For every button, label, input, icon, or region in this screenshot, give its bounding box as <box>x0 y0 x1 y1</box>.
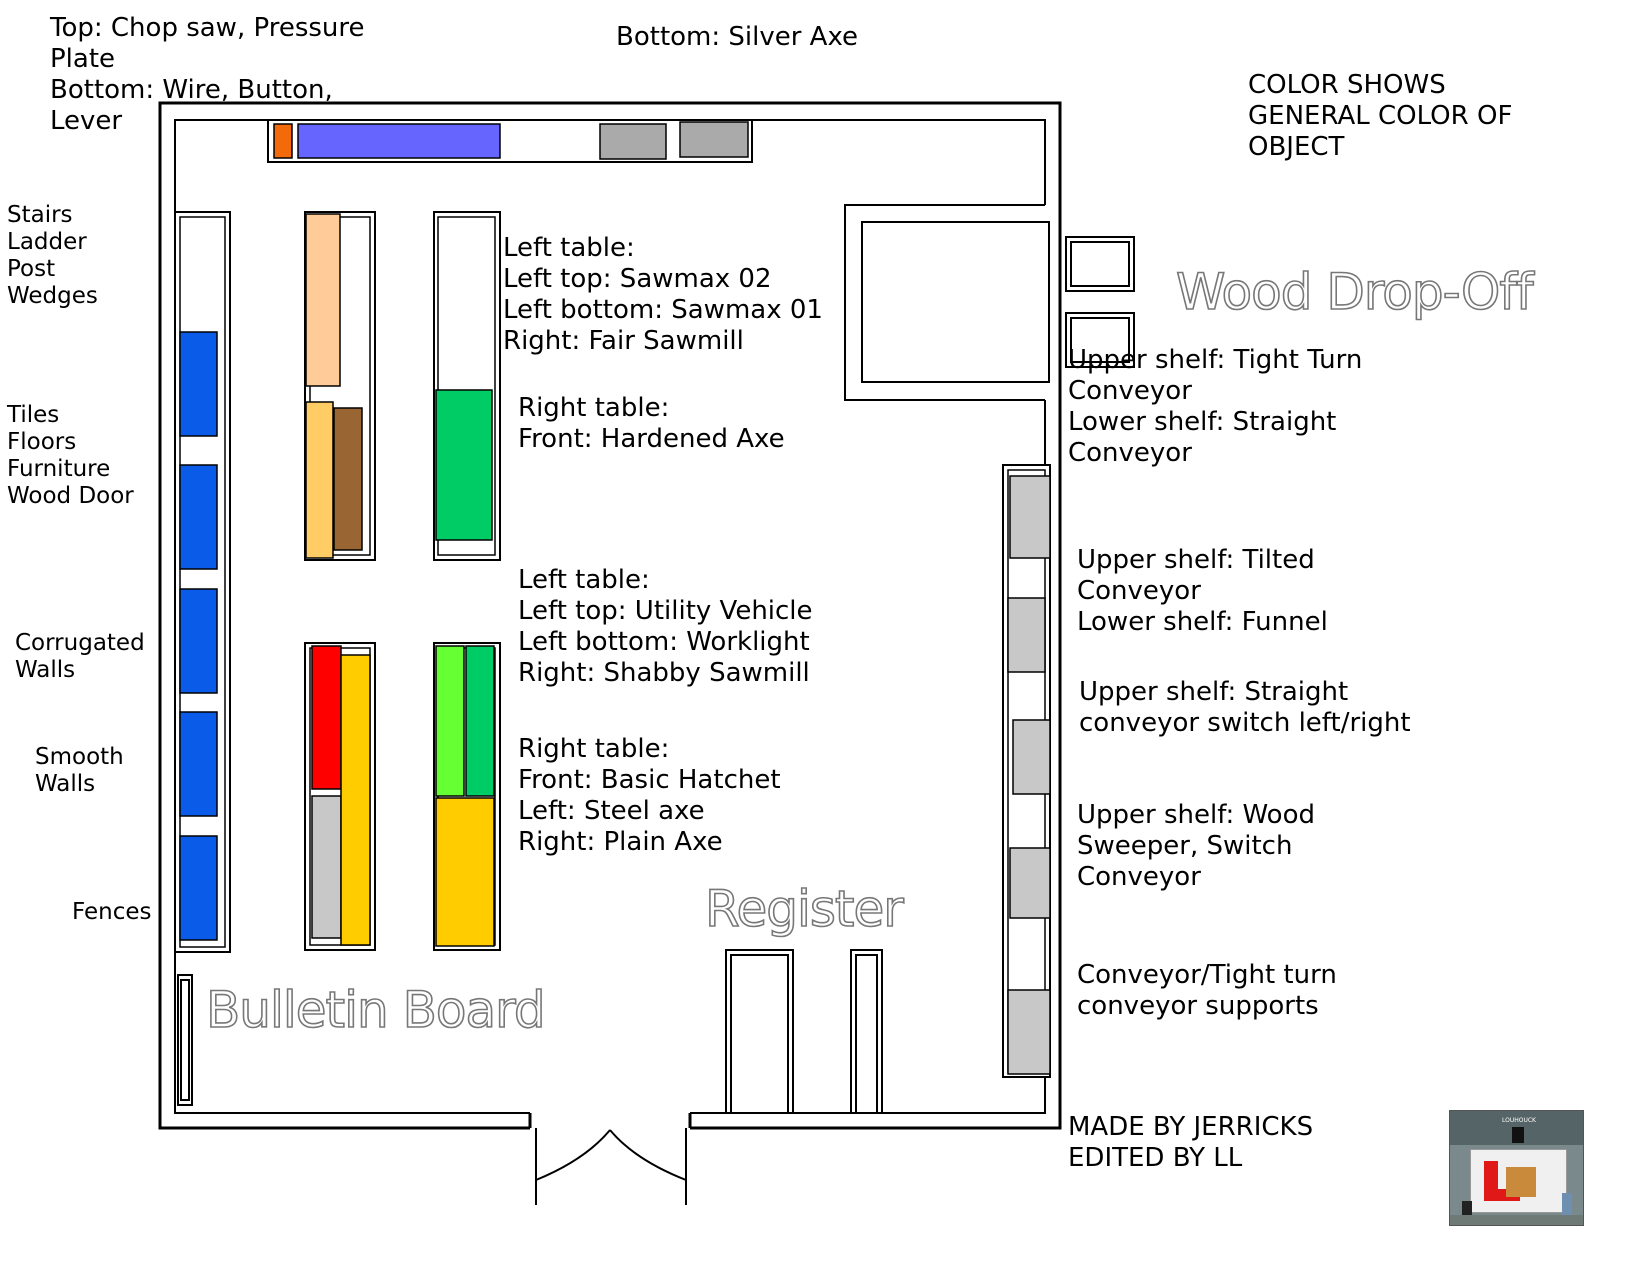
wood-dropoff-title: Wood Drop-Off <box>1175 262 1534 322</box>
top-shelf-gray-item-2 <box>679 121 749 158</box>
smooth-label: Smooth Walls <box>35 744 124 797</box>
blue-shelf-item-1 <box>179 331 218 437</box>
conveyor-item-2 <box>1007 597 1046 673</box>
shelf-5-label: Conveyor/Tight turn conveyor supports <box>1077 960 1337 1021</box>
credits: MADE BY JERRICKS EDITED BY LL <box>1068 1112 1314 1173</box>
top-shelf-bottom-label: Bottom: Silver Axe <box>616 22 859 52</box>
blue-shelf-item-4 <box>179 711 218 817</box>
shabby-sawmill <box>340 654 371 946</box>
shelf-4-label: Upper shelf: Wood Sweeper, Switch Convey… <box>1077 800 1315 892</box>
color-note: COLOR SHOWS GENERAL COLOR OF OBJECT <box>1248 70 1513 162</box>
conveyor-item-1 <box>1009 475 1051 559</box>
table-group-1-left-label: Left table: Left top: Sawmax 02 Left bot… <box>503 233 823 356</box>
game-thumbnail: LOUHOUCK <box>1449 1110 1584 1226</box>
fences-label: Fences <box>72 899 152 925</box>
fair-sawmill <box>333 407 363 551</box>
top-shelf-violet-item <box>297 123 501 159</box>
shelf-3-label: Upper shelf: Straight conveyor switch le… <box>1079 677 1411 738</box>
plain-axe <box>465 645 495 797</box>
corrugated-label: Corrugated Walls <box>15 630 145 683</box>
shelf-2-label: Upper shelf: Tilted Conveyor Lower shelf… <box>1077 545 1328 637</box>
wood-dropoff-room <box>844 204 1135 401</box>
utility-vehicle <box>311 645 342 790</box>
blue-shelf-item-3 <box>179 588 218 694</box>
top-left-shelf-label: Top: Chop saw, Pressure Plate Bottom: Wi… <box>50 13 365 136</box>
table-group-2-left <box>304 642 376 951</box>
shelf-1-label: Upper shelf: Tight Turn Conveyor Lower s… <box>1068 345 1363 468</box>
conveyor-item-5 <box>1007 989 1051 1075</box>
sawmax-01 <box>305 401 334 559</box>
entrance-doors <box>535 1128 687 1205</box>
right-wall-shelf <box>1002 464 1051 1078</box>
table-group-1-right <box>433 211 501 561</box>
table-group-1-left <box>304 211 376 561</box>
table-group-2-right <box>433 642 501 951</box>
bulletin-board-title: Bulletin Board <box>205 980 546 1040</box>
register-counters <box>725 949 883 1114</box>
register-title: Register <box>704 879 904 939</box>
table-group-2-right-label: Right table: Front: Basic Hatchet Left: … <box>518 734 781 857</box>
worklight <box>311 795 342 939</box>
bulletin-board-frame <box>177 974 193 1106</box>
blue-shelf-item-2 <box>179 464 218 570</box>
left-wall-shelf <box>174 211 231 953</box>
sawmax-02 <box>305 213 341 387</box>
blue-shelf-item-5 <box>179 835 218 941</box>
stairs-label: Stairs Ladder Post Wedges <box>7 202 98 309</box>
steel-axe <box>435 645 465 797</box>
table-group-2-left-label: Left table: Left top: Utility Vehicle Le… <box>518 565 813 688</box>
basic-hatchet <box>435 797 495 947</box>
top-wall-shelf <box>267 119 753 163</box>
top-shelf-gray-item-1 <box>599 123 667 160</box>
conveyor-item-3 <box>1012 719 1051 795</box>
conveyor-item-4 <box>1009 847 1051 919</box>
thumbnail-caption: LOUHOUCK <box>1502 1117 1536 1124</box>
top-shelf-orange-item <box>273 123 293 159</box>
hardened-axe <box>435 389 493 541</box>
table-group-1-right-label: Right table: Front: Hardened Axe <box>518 393 785 454</box>
tiles-label: Tiles Floors Furniture Wood Door <box>7 402 134 509</box>
